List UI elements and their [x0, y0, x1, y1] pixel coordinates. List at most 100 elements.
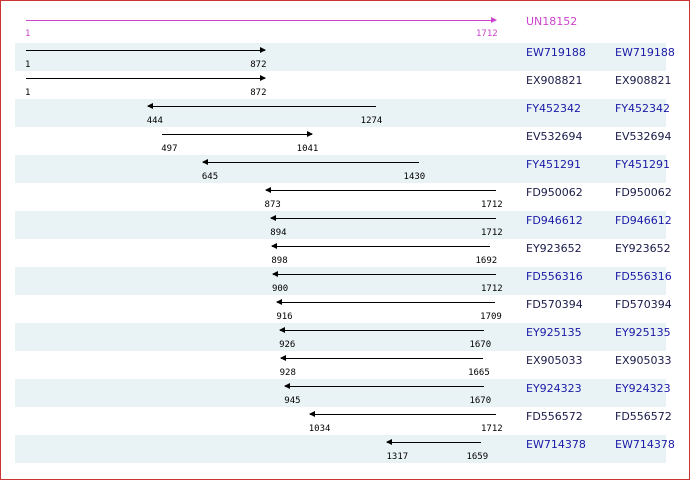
- alignment-end-label: 1670: [469, 396, 492, 406]
- alignment-row: 1 872 EW719188 EW719188: [15, 43, 675, 71]
- accession-link-secondary[interactable]: EW719188: [615, 46, 675, 59]
- accession-link[interactable]: EX905033: [526, 354, 583, 367]
- accession-link[interactable]: EW719188: [526, 46, 586, 59]
- alignment-arrow: [279, 327, 485, 333]
- alignment-row: 945 1670 EY924323 EY924323: [15, 379, 671, 407]
- arrow-right-icon: [306, 131, 313, 137]
- accession-link-secondary[interactable]: EX908821: [615, 74, 672, 87]
- alignment-arrow: [26, 47, 267, 53]
- arrow-left-icon: [271, 243, 278, 249]
- alignment-row: 916 1709 FD570394 FD570394: [15, 295, 672, 323]
- alignment-start-label: 1034: [308, 424, 331, 434]
- accession-link[interactable]: EW714378: [526, 438, 586, 451]
- alignment-arrow: [308, 411, 496, 417]
- alignment-start-label: 1: [25, 88, 31, 98]
- alignment-end-label: 1665: [468, 368, 490, 378]
- alignment-start-label: 928: [279, 368, 296, 378]
- alignment-start-label: 444: [146, 116, 163, 126]
- accession-link-secondary[interactable]: FY452342: [615, 102, 671, 115]
- alignment-end-label: 1692: [475, 256, 498, 266]
- alignment-arrow: [271, 243, 491, 249]
- alignment-row: 928 1665 EX905033 EX905033: [15, 351, 671, 379]
- accession-link[interactable]: FD950062: [526, 186, 583, 199]
- alignment-start-label: 497: [161, 144, 178, 154]
- alignment-end-label: 1041: [296, 144, 319, 154]
- alignment-arrow: [201, 159, 419, 165]
- alignment-row: 1034 1712 FD556572 FD556572: [15, 407, 672, 435]
- accession-link-secondary[interactable]: EY923652: [615, 242, 671, 255]
- accession-link[interactable]: EX908821: [526, 74, 583, 87]
- arrow-left-icon: [386, 439, 393, 445]
- arrow-right-icon: [491, 17, 497, 23]
- arrow-left-icon: [146, 103, 153, 109]
- alignment-arrow: [162, 131, 313, 137]
- accession-link-secondary[interactable]: EX905033: [615, 354, 672, 367]
- arrow-left-icon: [201, 159, 208, 165]
- accession-link-secondary[interactable]: EY924323: [615, 382, 671, 395]
- accession-link[interactable]: EY923652: [526, 242, 582, 255]
- alignment-start-label: 898: [271, 256, 288, 266]
- alignment-start-label: 1: [25, 60, 31, 70]
- accession-link[interactable]: FD570394: [526, 298, 583, 311]
- alignment-arrow: [276, 299, 496, 305]
- arrow-left-icon: [276, 299, 283, 305]
- alignment-row: 926 1670 EY925135 EY925135: [15, 323, 671, 351]
- alignment-start-label: 926: [279, 340, 296, 350]
- arrow-left-icon: [279, 327, 286, 333]
- accession-link-secondary[interactable]: EY925135: [615, 326, 671, 339]
- alignment-end-label: 1274: [360, 116, 383, 126]
- accession-link-secondary[interactable]: FY451291: [615, 158, 671, 171]
- arrow-left-icon: [308, 411, 315, 417]
- alignment-row: 497 1041 EV532694 EV532694: [15, 127, 671, 155]
- alignment-start-label: 945: [284, 396, 301, 406]
- alignment-end-label: 1712: [481, 228, 503, 238]
- accession-link[interactable]: EV532694: [526, 130, 583, 143]
- accession-link-secondary[interactable]: FD570394: [615, 298, 672, 311]
- alignment-start-label: 873: [264, 200, 281, 210]
- accession-link[interactable]: FY452342: [526, 102, 582, 115]
- accession-link[interactable]: FD946612: [526, 214, 583, 227]
- arrow-left-icon: [270, 215, 277, 221]
- alignment-start-label: 645: [201, 172, 219, 182]
- alignment-start-label: 916: [276, 312, 293, 322]
- alignment-end-label: 1712: [481, 284, 503, 294]
- alignment-start-label: 1317: [386, 452, 409, 462]
- alignment-start-label: 894: [270, 228, 287, 238]
- alignment-arrow: [264, 187, 496, 193]
- reference-sequence-arrow: [26, 17, 497, 23]
- accession-link-secondary[interactable]: FD950062: [615, 186, 672, 199]
- arrow-left-icon: [284, 383, 291, 389]
- accession-link[interactable]: EY925135: [526, 326, 582, 339]
- alignment-arrow: [279, 355, 484, 361]
- alignment-end-label: 1670: [469, 340, 492, 350]
- alignment-end-label: 1659: [466, 452, 489, 462]
- alignment-end-label: 1709: [480, 312, 502, 322]
- alignment-row: 898 1692 EY923652 EY923652: [15, 239, 671, 267]
- accession-link-secondary[interactable]: FD556572: [615, 410, 672, 423]
- accession-link-secondary[interactable]: FD556316: [615, 270, 672, 283]
- alignment-arrow: [386, 439, 482, 445]
- accession-link[interactable]: FD556316: [526, 270, 583, 283]
- accession-link[interactable]: FY451291: [526, 158, 582, 171]
- alignment-end-label: 1712: [481, 200, 503, 210]
- alignment-arrow: [284, 383, 485, 389]
- alignment-end-label: 872: [250, 60, 267, 70]
- alignment-row: 873 1712 FD950062 FD950062: [15, 183, 672, 211]
- alignment-end-label: 1712: [481, 424, 503, 434]
- alignment-arrow: [271, 271, 496, 277]
- arrow-left-icon: [279, 355, 286, 361]
- accession-link[interactable]: FD556572: [526, 410, 583, 423]
- alignment-row: 1317 1659 EW714378 EW714378: [15, 435, 675, 463]
- alignment-arrow: [270, 215, 496, 221]
- reference-end-label: 1712: [476, 29, 498, 39]
- accession-link-secondary[interactable]: FD946612: [615, 214, 672, 227]
- arrow-right-icon: [260, 75, 267, 81]
- reference-accession: UN18152: [526, 15, 578, 28]
- accession-link-secondary[interactable]: EW714378: [615, 438, 675, 451]
- arrow-left-icon: [271, 271, 278, 277]
- accession-link-secondary[interactable]: EV532694: [615, 130, 672, 143]
- accession-link[interactable]: EY924323: [526, 382, 582, 395]
- alignment-row: 894 1712 FD946612 FD946612: [15, 211, 672, 239]
